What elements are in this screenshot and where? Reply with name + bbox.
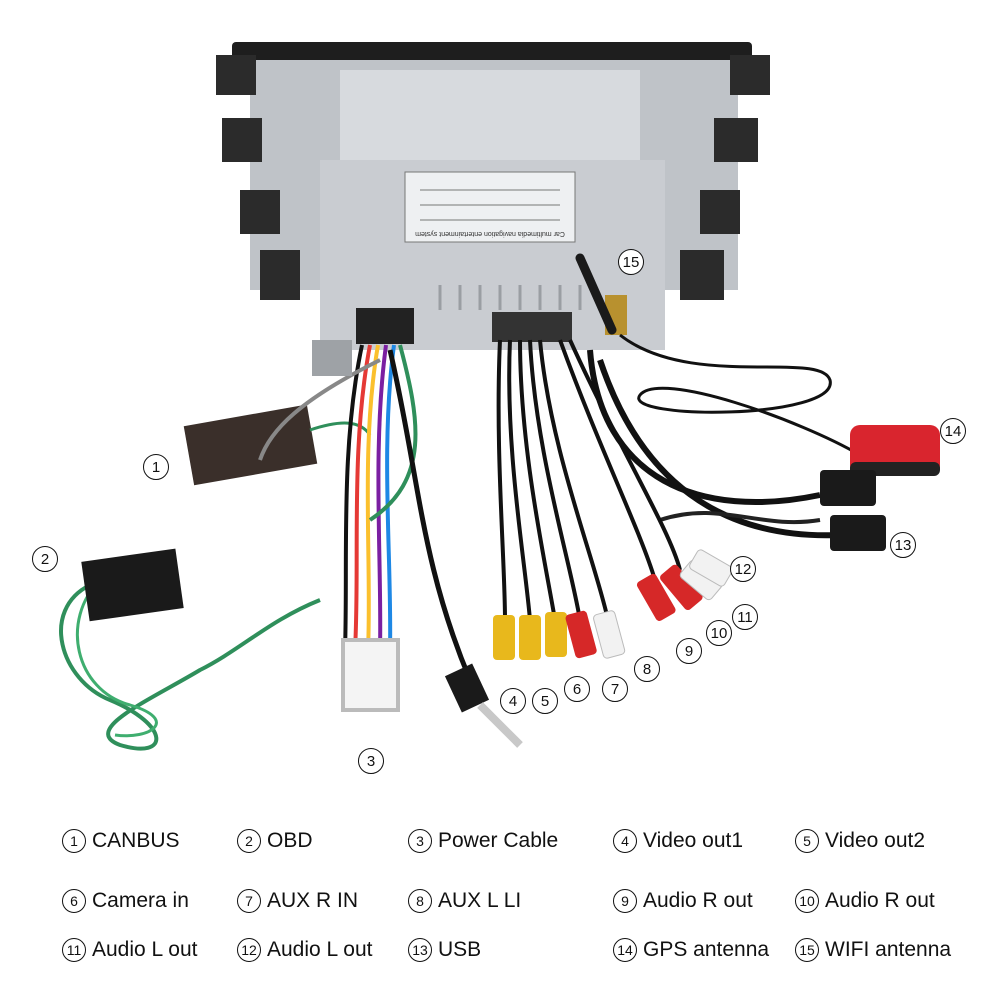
legend-item-4: 4 Video out1 <box>613 829 743 853</box>
callout-10: 10 <box>706 620 732 646</box>
callout-11: 11 <box>732 604 758 630</box>
callout-9: 9 <box>676 638 702 664</box>
mounting-bracket-right <box>680 55 770 300</box>
callout-6: 6 <box>564 676 590 702</box>
legend-item-6: 6 Camera in <box>62 889 189 913</box>
canbus-box <box>183 404 372 486</box>
callout-1: 1 <box>143 454 169 480</box>
callout-15: 15 <box>618 249 644 275</box>
callout-7: 7 <box>602 676 628 702</box>
callout-3: 3 <box>358 748 384 774</box>
callout-13: 13 <box>890 532 916 558</box>
legend-item-15: 15 WIFI antenna <box>795 938 951 962</box>
usb-cables <box>587 349 886 551</box>
legend-item-2: 2 OBD <box>237 829 313 853</box>
legend-item-7: 7 AUX R IN <box>237 889 358 913</box>
legend-item-1: 1 CANBUS <box>62 829 180 853</box>
callout-4: 4 <box>500 688 526 714</box>
callout-12: 12 <box>730 556 756 582</box>
legend-item-13: 13 USB <box>408 938 481 962</box>
callout-5: 5 <box>532 688 558 714</box>
legend-item-5: 5 Video out2 <box>795 829 925 853</box>
callout-14: 14 <box>940 418 966 444</box>
legend-item-12: 12 Audio L out <box>237 938 372 962</box>
power-harness <box>258 340 418 712</box>
unit-label: Car multimedia navigation entertainment … <box>415 230 565 237</box>
mounting-bracket-left <box>216 55 300 300</box>
legend-item-14: 14 GPS antenna <box>613 938 769 962</box>
main-connector <box>356 308 414 344</box>
rca-bundle <box>496 339 682 621</box>
av-connector <box>492 312 572 342</box>
callout-8: 8 <box>634 656 660 682</box>
wifi-antenna <box>575 253 617 335</box>
obd-cable <box>59 548 321 751</box>
legend-item-10: 10 Audio R out <box>795 889 935 913</box>
radio-antenna-cable <box>387 349 523 748</box>
callout-2: 2 <box>32 546 58 572</box>
legend-item-8: 8 AUX L LI <box>408 889 521 913</box>
legend-item-3: 3 Power Cable <box>408 829 558 853</box>
gps-antenna <box>619 333 940 476</box>
wiring-diagram: Car multimedia navigation entertainment … <box>59 42 940 751</box>
legend-item-9: 9 Audio R out <box>613 889 753 913</box>
legend-item-11: 11 Audio L out <box>62 938 197 962</box>
head-unit: Car multimedia navigation entertainment … <box>216 42 770 350</box>
rca-plugs <box>493 549 733 660</box>
